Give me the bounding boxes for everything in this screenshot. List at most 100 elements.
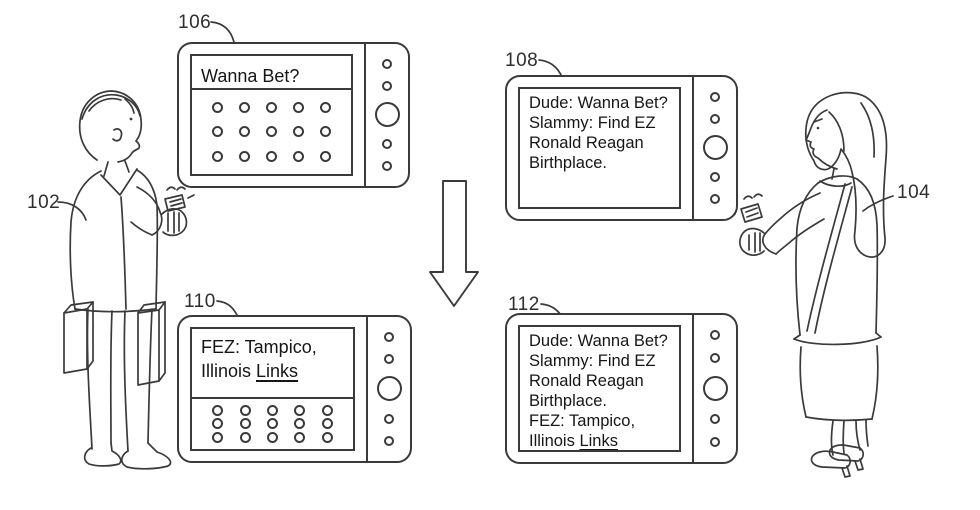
ref-label-device-108: 108 <box>505 50 539 71</box>
keypad-key <box>239 101 250 113</box>
keypad-key <box>212 151 223 163</box>
keypad-key <box>321 405 333 417</box>
purse-strap <box>806 183 846 332</box>
woman-shoe <box>810 450 851 469</box>
control-button <box>710 194 720 205</box>
keypad-key <box>212 431 224 443</box>
woman-legs <box>855 420 861 451</box>
man-shoe <box>83 442 122 467</box>
purse-strap <box>814 186 853 334</box>
man-coat <box>120 196 127 310</box>
device-106: Wanna Bet? <box>177 42 410 188</box>
control-button <box>710 436 720 447</box>
ref-label-woman: 104 <box>897 182 931 203</box>
control-button <box>382 58 392 69</box>
links-hyperlink[interactable]: Links <box>579 432 618 450</box>
leader-line-108 <box>538 59 563 78</box>
keypad-key <box>266 431 278 443</box>
woman-hand <box>739 227 765 257</box>
keypad-key <box>266 418 278 430</box>
device-110-front: FEZ: Tampico, Illinois Links <box>179 317 366 461</box>
control-button <box>376 376 402 402</box>
keypad-key <box>293 126 304 138</box>
ref-label-man: 102 <box>27 192 61 213</box>
woman-brow <box>813 118 823 123</box>
keypad-key <box>294 431 306 443</box>
man-coat <box>136 169 159 310</box>
screen-line: FEZ: Tampico, <box>529 412 636 430</box>
keypad <box>192 88 351 174</box>
device-108-screen: Dude: Wanna Bet? Slammy: Find EZ Ronald … <box>518 87 681 209</box>
man-arm <box>151 211 163 236</box>
keypad-key <box>321 418 333 430</box>
woman-arm <box>762 233 777 255</box>
control-button <box>710 330 720 341</box>
man-collar <box>100 168 138 196</box>
man-figure <box>63 90 188 470</box>
man-eye <box>129 117 133 121</box>
man-arm <box>136 186 161 213</box>
woman-jacket <box>856 178 879 334</box>
woman-face <box>805 109 838 170</box>
ref-label-device-112: 112 <box>508 294 540 315</box>
keypad-key <box>212 126 223 138</box>
keypad-key <box>320 101 331 113</box>
screen-line: Slammy: Find EZ <box>529 114 656 132</box>
message-area: Dude: Wanna Bet? Slammy: Find EZ Ronald … <box>520 327 679 450</box>
woman-arm <box>764 192 821 235</box>
woman-eye <box>816 126 820 130</box>
screen-line: Illinois Links <box>201 359 344 383</box>
keypad-key <box>294 405 306 417</box>
woman-hair <box>860 102 875 158</box>
control-button <box>384 332 394 343</box>
keypad-key <box>266 405 278 417</box>
man-handheld-device <box>164 186 195 212</box>
device-110: FEZ: Tampico, Illinois Links <box>177 315 412 463</box>
man-legs <box>123 310 129 452</box>
vibration-marks <box>166 186 195 199</box>
device-110-screen: FEZ: Tampico, Illinois Links <box>190 327 355 451</box>
woman-shoe <box>841 465 851 478</box>
man-hair <box>88 97 122 112</box>
keypad-key <box>293 151 304 163</box>
man-hand <box>167 211 180 234</box>
briefcase <box>137 301 166 386</box>
keypad-key <box>320 126 331 138</box>
control-button <box>702 375 728 401</box>
keypad-key <box>239 126 250 138</box>
screen-line: Ronald Reagan <box>529 372 644 390</box>
woman-jacket <box>793 336 882 346</box>
control-panel <box>692 77 736 219</box>
woman-figure <box>739 91 888 478</box>
woman-skirt <box>871 345 879 420</box>
leader-line-102 <box>57 201 87 221</box>
leader-line-104 <box>862 195 894 212</box>
message-area: Wanna Bet? <box>192 56 351 88</box>
device-112: Dude: Wanna Bet? Slammy: Find EZ Ronald … <box>505 313 738 464</box>
screen-line: Dude: Wanna Bet? <box>529 332 668 350</box>
control-panel <box>364 44 408 186</box>
keypad-key <box>239 431 251 443</box>
woman-jacket <box>795 182 819 336</box>
screen-line: Dude: Wanna Bet? <box>529 94 668 112</box>
leader-line-106 <box>210 21 235 43</box>
keypad-key <box>212 405 224 417</box>
keypad-key <box>239 418 251 430</box>
screen-line-text: Illinois <box>201 361 257 381</box>
message-area: Dude: Wanna Bet? Slammy: Find EZ Ronald … <box>520 89 679 173</box>
control-panel <box>692 315 736 462</box>
device-112-front: Dude: Wanna Bet? Slammy: Find EZ Ronald … <box>507 315 692 462</box>
device-106-screen: Wanna Bet? <box>190 54 353 176</box>
screen-line: FEZ: Tampico, <box>201 337 317 357</box>
screen-line: Wanna Bet? <box>201 66 300 86</box>
keypad <box>192 397 353 449</box>
control-panel <box>366 317 410 461</box>
keypad-key <box>294 418 306 430</box>
woman-shoe <box>828 444 864 462</box>
control-button <box>384 413 394 424</box>
links-hyperlink[interactable]: Links <box>256 361 299 381</box>
control-button <box>384 354 394 365</box>
keypad-key <box>320 151 331 163</box>
control-button <box>710 353 720 364</box>
